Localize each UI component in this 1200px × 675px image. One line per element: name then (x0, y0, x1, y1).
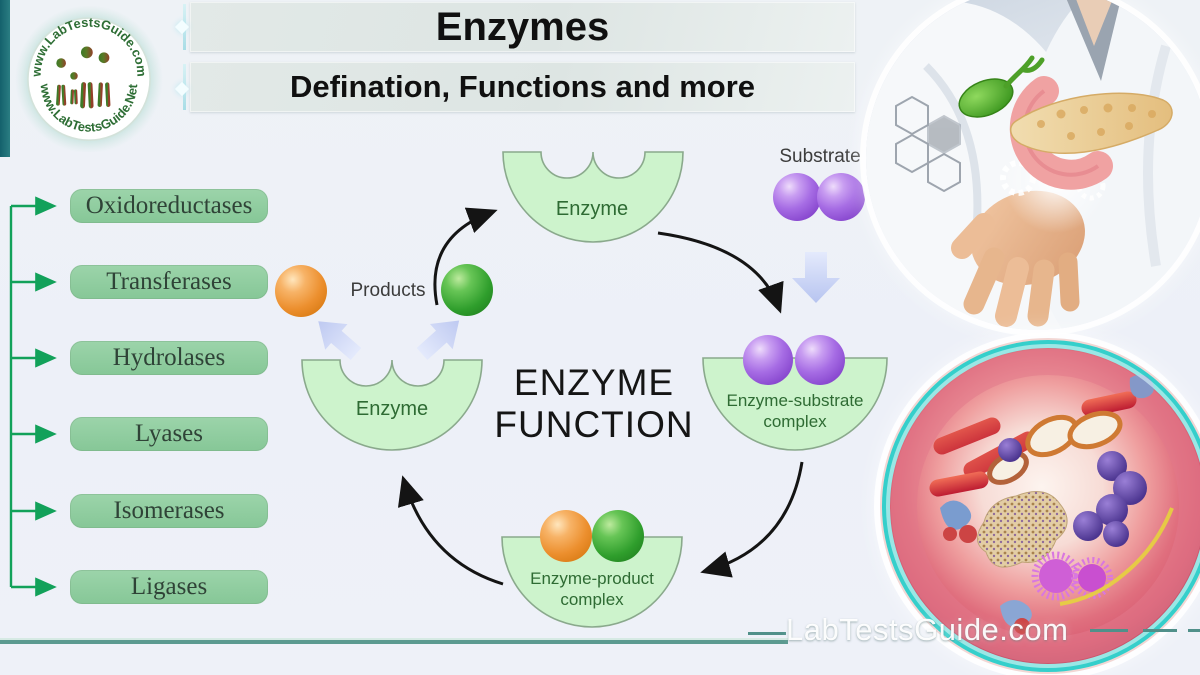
yellow-strand (1059, 507, 1174, 606)
product-sphere-orange (275, 265, 327, 317)
left-edge-accent-bar (0, 0, 10, 157)
ep-complex-sphere-green (592, 510, 644, 562)
banner-diamond-icon (174, 19, 190, 35)
pill-label: Ligases (130, 573, 208, 600)
enzyme-left-label: Enzyme (355, 398, 429, 420)
substrate-sphere-2 (817, 173, 865, 221)
subtitle-banner: Defination, Functions and more (190, 62, 855, 112)
sidebar-connector-arrows (9, 196, 57, 597)
gallbladder-illustration (958, 55, 1045, 118)
pill-label: Oxidoreductases (85, 192, 253, 219)
product-release-arrow-right (416, 320, 460, 360)
page-subtitle: Defination, Functions and more (289, 69, 755, 104)
ep-complex-label-line2: complex (560, 590, 624, 610)
watermark-dash-right (1143, 629, 1177, 632)
ep-complex-label: Enzyme-product complex (512, 568, 672, 611)
enzyme-class-ligases: Ligases (70, 570, 268, 604)
cycle-heading: ENZYME FUNCTION (494, 362, 694, 446)
pill-label: Lyases (134, 420, 204, 447)
pill-label: Hydrolases (112, 344, 226, 371)
photo-cell-3d (880, 338, 1200, 674)
pancreas-illustration (1009, 92, 1173, 155)
neck-skin (1076, 0, 1113, 46)
es-complex-label-line2: complex (763, 412, 827, 432)
purple-molecule-cluster (998, 438, 1147, 547)
watermark-dash-right (1188, 629, 1200, 632)
enzyme-shape-top (502, 151, 684, 243)
duodenum-illustration (1009, 76, 1113, 190)
enzyme-class-isomerases: Isomerases (70, 494, 268, 528)
pill-label: Isomerases (113, 497, 225, 524)
ep-complex-sphere-orange (540, 510, 592, 562)
cycle-heading-line2: FUNCTION (494, 404, 694, 446)
protein-granule-cluster (977, 491, 1068, 568)
substrate-sphere-1 (773, 173, 821, 221)
es-complex-sphere-1 (743, 335, 793, 385)
photo-doctor-pancreas (866, 0, 1200, 330)
cycle-heading-line1: ENZYME (513, 362, 675, 403)
es-complex-label: Enzyme-substrate complex (715, 390, 875, 433)
products-label: Products (350, 280, 426, 301)
es-complex-sphere-2 (795, 335, 845, 385)
labtestsguide-logo: www.LabTestsGuide.com www.LabTestsGuide.… (15, 5, 163, 152)
enzyme-class-transferases: Transferases (70, 265, 268, 299)
watermark-dash-left (748, 632, 786, 635)
enzyme-class-hydrolases: Hydrolases (70, 341, 268, 375)
watermark-text: LabTestsGuide.com (786, 612, 1069, 647)
family-silhouette-icon (56, 46, 111, 109)
fuzzy-vesicles (1031, 551, 1113, 601)
substrate-label: Substrate (779, 146, 861, 167)
enzyme-class-oxidoreductases: Oxidoreductases (70, 189, 268, 223)
page-title: Enzymes (435, 4, 610, 49)
enzyme-class-lyases: Lyases (70, 417, 268, 451)
footer-accent-line (0, 640, 788, 644)
title-banner: Enzymes (190, 2, 855, 52)
banner-diamond-icon (174, 81, 190, 97)
watermark-dash-right (1090, 629, 1128, 632)
product-release-arrow-left (318, 321, 362, 361)
substrate-down-arrow (792, 252, 840, 303)
es-complex-label-line1: Enzyme-substrate (726, 391, 864, 410)
product-sphere-green (441, 264, 493, 316)
enzyme-top-label: Enzyme (555, 198, 629, 220)
ep-complex-label-line1: Enzyme-product (530, 569, 654, 588)
pill-label: Transferases (106, 268, 232, 295)
hexagon-pattern-icon (895, 95, 961, 193)
